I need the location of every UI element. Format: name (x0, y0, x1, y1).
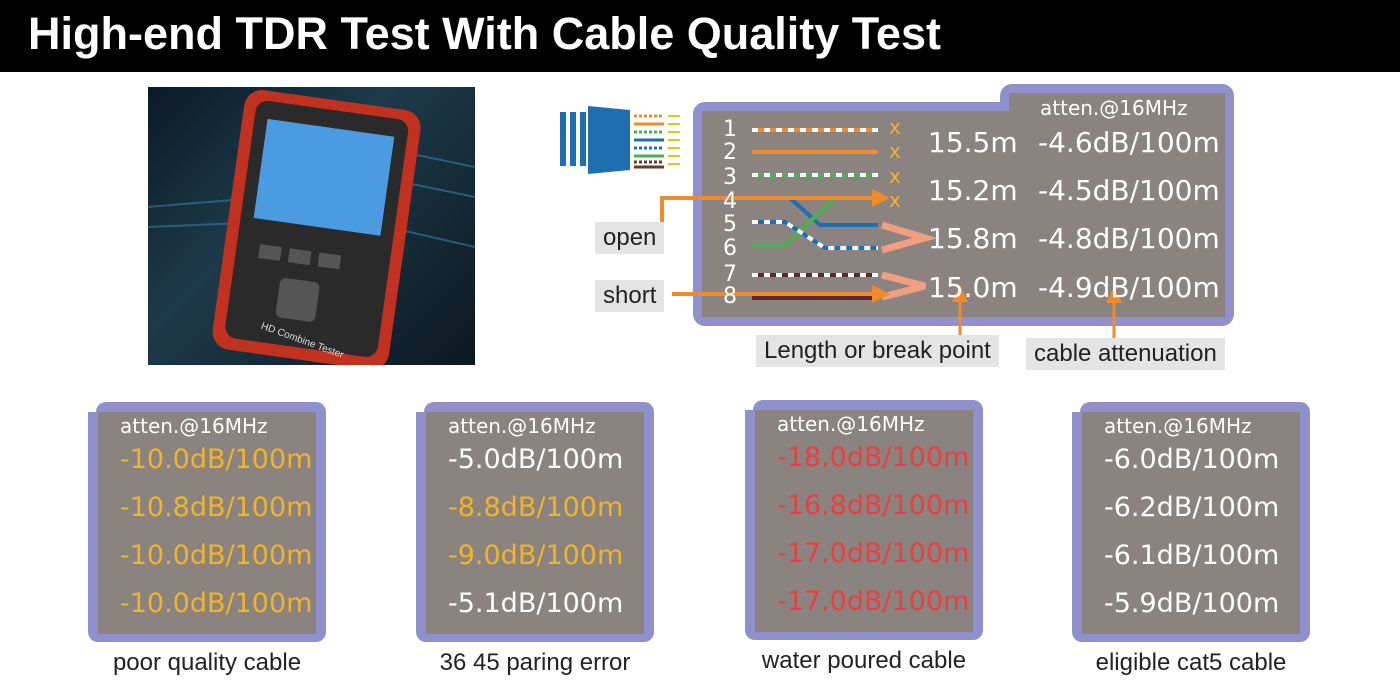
sample-atten-value: -5.9dB/100m (1104, 588, 1280, 619)
sample-atten-header: atten.@16MHz (1104, 414, 1252, 438)
device-photo: HD Combine Tester (148, 87, 475, 365)
sample-atten-value: -6.1dB/100m (1104, 540, 1280, 571)
pin-8: 8 (723, 284, 737, 309)
sample-atten-value: -10.8dB/100m (120, 492, 313, 523)
title-bar (0, 0, 1400, 72)
wiring-diagram (660, 128, 968, 340)
sample-atten-value: -17.0dB/100m (777, 586, 970, 617)
sample-atten-header: atten.@16MHz (777, 412, 925, 436)
sample-panel: atten.@16MHz -10.0dB/100m -10.8dB/100m -10.… (88, 402, 326, 642)
length-2: 15.2m (928, 174, 1018, 207)
sample-atten-value: -5.0dB/100m (448, 444, 624, 475)
short-bracket-78 (881, 271, 926, 301)
pin-3: 3 (723, 165, 737, 190)
sample-panel: atten.@16MHz -6.0dB/100m -6.2dB/100m -6.1dB… (1072, 402, 1310, 642)
length-3: 15.8m (928, 222, 1018, 255)
pin-5: 5 (723, 212, 737, 237)
sample-caption: 36 45 paring error (439, 649, 631, 676)
open-mark-4: x (889, 188, 901, 212)
atten-3: -4.8dB/100m (1038, 222, 1220, 255)
wire-5 (752, 220, 878, 250)
sample-panel: atten.@16MHz -5.0dB/100m -8.8dB/100m -9.0dB… (416, 402, 654, 642)
pin-1: 1 (723, 117, 737, 142)
pin-6: 6 (723, 236, 737, 261)
open-label: open (595, 222, 665, 254)
sample-atten-header: atten.@16MHz (120, 414, 268, 438)
attenuation-arrow (1106, 287, 1122, 340)
length-4: 15.0m (928, 271, 1018, 304)
main-result-panel (693, 84, 1234, 326)
sample-atten-value: -18.0dB/100m (777, 442, 970, 473)
main-atten-header: atten.@16MHz (1040, 96, 1188, 120)
pin-4: 4 (723, 189, 737, 214)
short-bracket-56 (880, 221, 938, 254)
pin-7: 7 (723, 262, 737, 287)
attenuation-label: cable attenuation (1026, 338, 1225, 370)
open-arrow (660, 196, 880, 228)
sample-atten-value: -6.2dB/100m (1104, 492, 1280, 523)
sample-atten-value: -6.0dB/100m (1104, 444, 1280, 475)
sample-atten-value: -16.8dB/100m (777, 490, 970, 521)
sample-atten-header: atten.@16MHz (448, 414, 596, 438)
sample-atten-value: -10.0dB/100m (120, 588, 313, 619)
sample-caption: eligible cat5 cable (1095, 649, 1287, 676)
sample-atten-value: -10.0dB/100m (120, 444, 313, 475)
sample-atten-value: -10.0dB/100m (120, 540, 313, 571)
length-label: Length or break point (756, 335, 999, 367)
open-mark-2: x (889, 139, 901, 163)
short-label: short (595, 280, 665, 312)
atten-4: -4.9dB/100m (1038, 271, 1220, 304)
sample-caption: water poured cable (761, 647, 967, 674)
sample-atten-value: -17.0dB/100m (777, 538, 970, 569)
open-mark-1: x (889, 115, 901, 139)
atten-1: -4.6dB/100m (1038, 126, 1220, 159)
sample-atten-value: -9.0dB/100m (448, 540, 624, 571)
open-mark-3: x (889, 164, 901, 188)
atten-2: -4.5dB/100m (1038, 174, 1220, 207)
pin-2: 2 (723, 140, 737, 165)
device-illustration: HD Combine Tester (148, 90, 475, 365)
length-1: 15.5m (928, 126, 1018, 159)
rj45-connector-icon (560, 106, 680, 174)
sample-atten-value: -5.1dB/100m (448, 588, 624, 619)
sample-panel: atten.@16MHz -18.0dB/100m -16.8dB/100m -17.… (745, 400, 983, 640)
sample-caption: poor quality cable (112, 649, 302, 676)
page-title: High-end TDR Test With Cable Quality Tes… (28, 8, 941, 59)
sample-atten-value: -8.8dB/100m (448, 492, 624, 523)
